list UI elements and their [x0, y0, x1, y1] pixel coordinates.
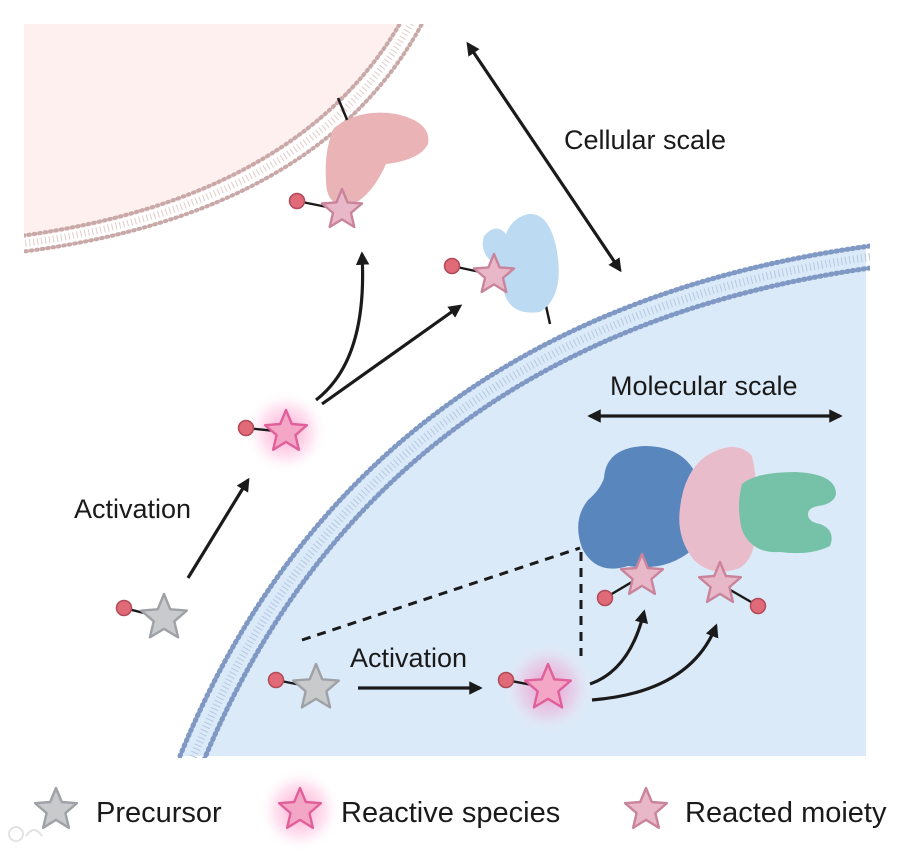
reacted-upper-cell-star-icon: [320, 187, 364, 229]
legend-reactive-star-icon: [277, 786, 323, 829]
legend-reactive: [258, 768, 342, 852]
reacted-pink-protein: [697, 560, 767, 615]
reaction-arrow-to-upper-protein: [315, 251, 370, 402]
reaction-arrow-to-lower-protein: [321, 304, 463, 406]
reactive-inside-warhead-dot: [497, 671, 515, 689]
reacted-upper-cell-warhead-dot: [288, 192, 306, 210]
precursor-inside: [267, 662, 340, 709]
activation-label-bottom: Activation: [350, 643, 467, 673]
legend-precursor-star-icon: [33, 786, 79, 829]
reactive-top-star-icon: [263, 408, 309, 451]
reacted-upper-cell: [288, 187, 364, 229]
legend-precursor-label: Precursor: [96, 797, 222, 829]
lower-cell-cytoplasm: [180, 246, 866, 756]
watermark-logo: [8, 826, 43, 842]
lower-membrane-inner: [202, 265, 870, 758]
dashed-link-diagonal: [301, 546, 581, 642]
precursor-inside-star-icon: [292, 662, 340, 709]
reacted-lower-cell-star-icon: [472, 252, 516, 294]
upper-membrane-outer: [24, 24, 425, 254]
reacted-lower-cell: [443, 252, 516, 294]
reacted-blue-protein: [596, 552, 665, 607]
legend-reacted-label: Reacted moiety: [685, 797, 887, 829]
reactive-top: [237, 390, 328, 474]
upper-membrane-tails: [24, 24, 415, 247]
legend: Precursor Reactive species Reacted moiet…: [33, 768, 887, 852]
legend-reactive-label: Reactive species: [341, 797, 560, 829]
upper-cell-cytoplasm: [24, 24, 402, 238]
reaction-arrow-to-blue-protein: [589, 609, 649, 686]
lower-membrane-outer: [177, 243, 870, 758]
legend-symbols: [33, 768, 669, 852]
reaction-arrow-to-pink-protein: [591, 623, 719, 702]
cellular-scale-arrow: [466, 41, 622, 273]
reacted-blue-protein-star-icon: [619, 552, 665, 595]
lower-protein-tether: [544, 305, 552, 325]
upper-membrane-protein: [325, 112, 429, 207]
legend-precursor: [33, 786, 79, 829]
molecular-scale-label: Molecular scale: [610, 371, 798, 401]
reactive-inside: [497, 642, 594, 734]
reacted-pink-protein-warhead-dot: [749, 597, 767, 615]
lower-membrane-tails: [188, 253, 870, 758]
blue-protein: [578, 446, 705, 569]
precursor-inside-warhead-dot: [267, 671, 285, 689]
cellular-scale-label: Cellular scale: [564, 125, 726, 155]
lower-cell: [177, 243, 870, 758]
upper-protein-tether: [336, 97, 350, 123]
reactive-top-warhead-dot: [237, 419, 255, 437]
precursor-left-warhead-dot: [115, 599, 133, 617]
pink-protein: [679, 447, 756, 572]
legend-reacted: [623, 786, 669, 829]
precursor-left: [115, 592, 189, 639]
activation-arrow-top: [186, 477, 250, 579]
upper-cell: [24, 24, 425, 254]
activation-label-top: Activation: [74, 494, 191, 524]
legend-reacted-star-icon: [623, 786, 669, 829]
molecules-layer: [115, 187, 767, 734]
reacted-lower-cell-warhead-dot: [443, 257, 461, 275]
reacted-pink-protein-star-icon: [697, 560, 743, 603]
green-protein: [739, 472, 836, 554]
precursor-left-star-icon: [139, 592, 189, 639]
upper-membrane-inner: [24, 24, 402, 238]
reacted-blue-protein-warhead-dot: [596, 589, 614, 607]
reactive-inside-star-icon: [524, 662, 572, 709]
